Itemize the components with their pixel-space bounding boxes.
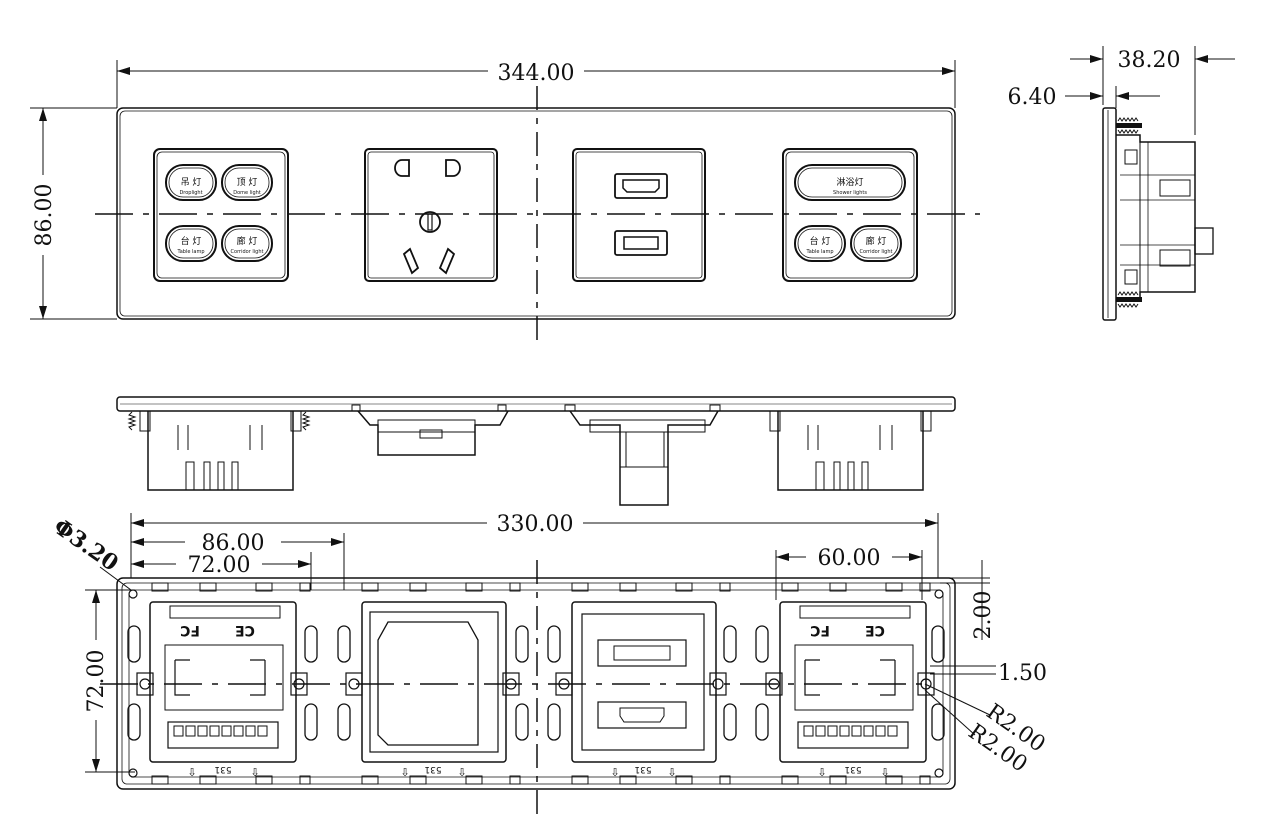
svg-text:FC: FC — [810, 622, 830, 638]
overall-width-dimension: 344.00 — [498, 61, 575, 86]
switch-key-table-lamp-2[interactable]: 台 灯 Table lamp — [794, 225, 846, 262]
power-socket-module — [364, 148, 498, 282]
screw-top — [1116, 117, 1142, 134]
mounting-slots — [127, 625, 945, 741]
hdmi-port[interactable] — [614, 173, 668, 199]
svg-text:⇩: ⇩ — [250, 766, 259, 779]
top-view — [116, 396, 956, 506]
svg-text:Corridor light: Corridor light — [860, 249, 893, 255]
switch-module-three-gang: 淋浴灯 Shower lights 台 灯 Table lamp 廊 灯 Cor… — [782, 148, 918, 282]
switch-key-droplight[interactable]: 吊 灯 Droplight — [165, 164, 217, 201]
module-pitch-dimension: 86.00 — [202, 531, 265, 556]
socket-slot-angled-right — [438, 247, 456, 275]
svg-text:台 灯: 台 灯 — [810, 235, 831, 247]
svg-text:淋浴灯: 淋浴灯 — [836, 176, 863, 188]
switch-key-corridor-light[interactable]: 廊 灯 Corridor light — [221, 225, 273, 262]
svg-text:廊 灯: 廊 灯 — [866, 235, 887, 247]
socket-slot-angled-left — [402, 247, 420, 275]
svg-text:⇩: ⇩ — [400, 766, 409, 779]
svg-text:Table lamp: Table lamp — [176, 249, 204, 255]
svg-text:Droplight: Droplight — [179, 190, 202, 196]
thickness-dimension: 6.40 — [1008, 85, 1057, 110]
svg-text:531: 531 — [844, 764, 861, 774]
module-width-right-dimension: 60.00 — [818, 546, 881, 571]
back-module-3: 531 ⇩ ⇩ — [571, 601, 717, 779]
svg-text:⇩: ⇩ — [817, 766, 826, 779]
usb-port[interactable] — [614, 230, 668, 256]
svg-text:531: 531 — [634, 764, 651, 774]
socket-slot-left — [394, 159, 410, 177]
svg-text:⇩: ⇩ — [880, 766, 889, 779]
screw-bottom — [1116, 291, 1142, 308]
svg-text:FC: FC — [180, 622, 200, 638]
switch-key-shower-lights[interactable]: 淋浴灯 Shower lights — [794, 164, 906, 201]
svg-text:531: 531 — [214, 764, 231, 774]
hdmi-usb-module — [572, 148, 706, 282]
switch-key-corridor-light-2[interactable]: 廊 灯 Corridor light — [850, 225, 902, 262]
height-dimension: 86.00 — [32, 184, 57, 247]
svg-text:⇩: ⇩ — [187, 766, 196, 779]
frame-width-dimension: 330.00 — [497, 512, 574, 537]
svg-text:Corridor light: Corridor light — [231, 249, 264, 255]
svg-text:CE: CE — [865, 622, 885, 638]
top-plate — [116, 396, 956, 412]
svg-text:吊 灯: 吊 灯 — [181, 177, 202, 188]
hole-diameter-label: Φ3.20 — [49, 514, 124, 577]
svg-text:Dome light: Dome light — [233, 190, 261, 196]
svg-text:顶 灯: 顶 灯 — [237, 177, 258, 188]
svg-text:CE: CE — [235, 622, 255, 638]
svg-text:Shower lights: Shower lights — [833, 190, 867, 196]
side-body — [1116, 134, 1196, 300]
module-width-dimension: 72.00 — [188, 553, 251, 578]
svg-text:⇩: ⇩ — [457, 766, 466, 779]
back-module-2: 531 ⇩ ⇩ — [361, 601, 507, 779]
svg-text:⇩: ⇩ — [667, 766, 676, 779]
svg-text:Table lamp: Table lamp — [805, 249, 833, 255]
svg-text:廊 灯: 廊 灯 — [237, 235, 258, 247]
depth-dimension: 38.20 — [1118, 48, 1181, 73]
socket-slot-right — [445, 159, 461, 177]
side-view: 38.20 6.40 — [1008, 46, 1235, 321]
edge-offset-dimension: 2.00 — [971, 591, 996, 640]
switch-key-dome-light[interactable]: 顶 灯 Dome light — [221, 164, 273, 201]
back-module-4: FC CE 531 ⇩ ⇩ — [779, 601, 927, 779]
frame-height-dimension: 72.00 — [84, 650, 109, 713]
switch-key-table-lamp[interactable]: 台 灯 Table lamp — [165, 225, 217, 262]
svg-text:531: 531 — [424, 764, 441, 774]
slot-gap-dimension: 1.50 — [998, 661, 1047, 686]
front-view: 344.00 86.00 吊 灯 Droplight 顶 灯 — [30, 60, 980, 340]
back-module-1: FC CE 531 ⇩ ⇩ — [149, 601, 297, 779]
side-plate — [1102, 107, 1117, 321]
socket-earth-hole — [419, 211, 441, 233]
switch-module-four-gang: 吊 灯 Droplight 顶 灯 Dome light 台 灯 Table l… — [153, 148, 289, 282]
svg-text:台 灯: 台 灯 — [181, 235, 202, 247]
back-view: 330.00 86.00 72.00 60.00 Φ3.20 72.0 — [49, 511, 1050, 818]
svg-text:⇩: ⇩ — [610, 766, 619, 779]
